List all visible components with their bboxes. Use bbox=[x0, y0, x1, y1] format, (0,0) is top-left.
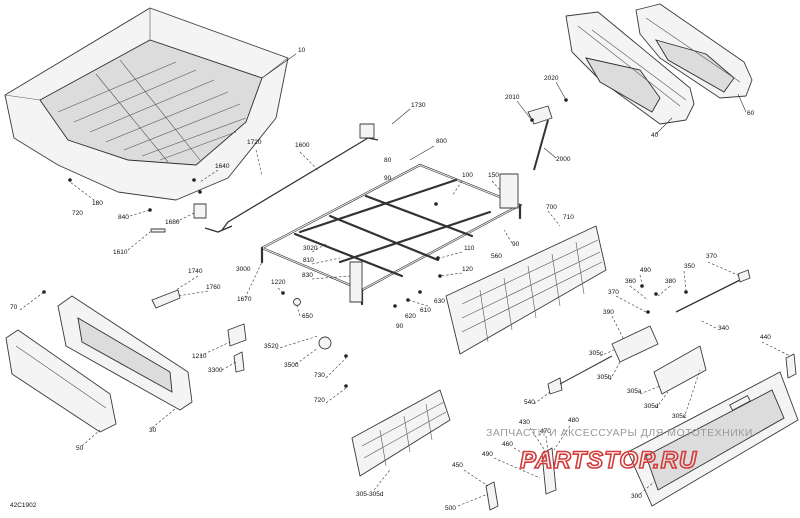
callout-label: 1640 bbox=[215, 163, 230, 170]
callout-label: 1760 bbox=[206, 284, 221, 291]
callout-label: 1670 bbox=[237, 296, 252, 303]
callout-label: 830 bbox=[302, 272, 313, 279]
callout-label: 620 bbox=[405, 313, 416, 320]
callout-label: 360 bbox=[625, 278, 636, 285]
callout-label: 730 bbox=[314, 372, 325, 379]
callout-label: 90 bbox=[396, 323, 404, 330]
callout-label: 490 bbox=[640, 267, 651, 274]
callout-label: 50 bbox=[76, 445, 84, 452]
callout-label: 3500 bbox=[284, 362, 299, 369]
callout-label: 470 bbox=[540, 428, 551, 435]
callout-label: 480 bbox=[568, 417, 579, 424]
callout-label: 2000 bbox=[556, 156, 571, 163]
callout-label: 440 bbox=[760, 334, 771, 341]
callout-label: 1680 bbox=[165, 219, 180, 226]
callout-label: 90 bbox=[384, 175, 392, 182]
callout-label: 630 bbox=[434, 298, 445, 305]
callout-label: 370 bbox=[706, 253, 717, 260]
tailgate-300-drawing bbox=[627, 371, 799, 507]
callout-label: 1210 bbox=[192, 353, 207, 360]
tailgate-inner-drawing bbox=[351, 389, 451, 477]
callout-label: 840 bbox=[118, 214, 129, 221]
callout-label: 710 bbox=[563, 214, 574, 221]
callout-label: 40 bbox=[651, 132, 659, 139]
callout-labels: 10 1730 2020 2010 40 60 1720 1600 800 2000 80 1640 9… bbox=[10, 47, 771, 512]
callout-label: 810 bbox=[303, 257, 314, 264]
callout-label: 300 bbox=[631, 493, 642, 500]
callout-label: 450 bbox=[452, 462, 463, 469]
callout-label: 180 bbox=[92, 200, 103, 207]
callout-label: 1600 bbox=[295, 142, 310, 149]
callout-label: 3300 bbox=[208, 367, 223, 374]
callout-label: 350 bbox=[684, 263, 695, 270]
callout-label: 10 bbox=[298, 47, 306, 54]
callout-label: 305b bbox=[597, 374, 612, 381]
callout-label: 3520 bbox=[264, 343, 279, 350]
drawing-code: 42C1902 bbox=[10, 502, 37, 509]
callout-label: 540 bbox=[524, 399, 535, 406]
callout-label: 1610 bbox=[113, 249, 128, 256]
callout-label: 430 bbox=[519, 419, 530, 426]
callout-label: 390 bbox=[603, 309, 614, 316]
callout-label: 3000 bbox=[236, 266, 251, 273]
callout-label: 1720 bbox=[247, 139, 262, 146]
callout-label: 610 bbox=[420, 307, 431, 314]
callout-label: 120 bbox=[462, 266, 473, 273]
bulkhead-700-drawing bbox=[445, 225, 607, 355]
callout-label: 1220 bbox=[271, 279, 286, 286]
callout-label: 1730 bbox=[411, 102, 426, 109]
callout-label: 720 bbox=[314, 397, 325, 404]
latch-assembly-drawing bbox=[485, 269, 797, 511]
callout-label: 3020 bbox=[303, 245, 318, 252]
callout-label: 305c bbox=[589, 350, 604, 357]
side-panel-60-drawing bbox=[635, 3, 753, 99]
callout-label: 1740 bbox=[188, 268, 203, 275]
callout-label: 460 bbox=[502, 441, 513, 448]
callout-label: 500 bbox=[445, 505, 456, 512]
callout-label: 800 bbox=[436, 138, 447, 145]
hardware-drawing bbox=[42, 98, 688, 388]
callout-label: 80 bbox=[384, 157, 392, 164]
callout-label: 2010 bbox=[505, 94, 520, 101]
callout-label: 305c bbox=[672, 413, 687, 420]
callout-label: 305d bbox=[644, 403, 659, 410]
callout-label: 380 bbox=[665, 278, 676, 285]
callout-label: 340 bbox=[718, 325, 729, 332]
side-panel-40-drawing bbox=[565, 11, 695, 125]
callout-label: 305a bbox=[627, 388, 642, 395]
side-panel-30-drawing bbox=[57, 295, 193, 411]
cargo-box-drawing bbox=[4, 7, 289, 201]
callout-label: 100 bbox=[462, 172, 473, 179]
callout-label: 305-305d bbox=[356, 491, 384, 498]
callout-label: 150 bbox=[488, 172, 499, 179]
callout-label: 90 bbox=[512, 241, 520, 248]
callout-label: 30 bbox=[149, 427, 157, 434]
callout-label: 70 bbox=[10, 304, 18, 311]
callout-label: 60 bbox=[747, 110, 755, 117]
watermark-caption: ЗАПЧАСТИ И АКСЕССУАРЫ ДЛЯ МОТОТЕХНИКИ bbox=[486, 427, 753, 439]
callout-label: 110 bbox=[464, 245, 475, 252]
release-rod-1600-drawing bbox=[193, 105, 553, 233]
side-panel-50-drawing bbox=[5, 329, 117, 433]
callout-label: 490 bbox=[482, 451, 493, 458]
frame-800-drawing bbox=[260, 163, 523, 306]
callout-label: 2020 bbox=[544, 75, 559, 82]
watermark-logo: PARTSTOP.RU bbox=[520, 447, 697, 474]
callout-label: 650 bbox=[302, 313, 313, 320]
callout-label: 700 bbox=[546, 204, 557, 211]
watermark: ЗАПЧАСТИ И АКСЕССУАРЫ ДЛЯ МОТОТЕХНИКИ PA… bbox=[486, 427, 753, 475]
leader-lines bbox=[19, 53, 791, 507]
callout-label: 720 bbox=[72, 210, 83, 217]
callout-label: 370 bbox=[608, 289, 619, 296]
callout-label: 560 bbox=[491, 253, 502, 260]
